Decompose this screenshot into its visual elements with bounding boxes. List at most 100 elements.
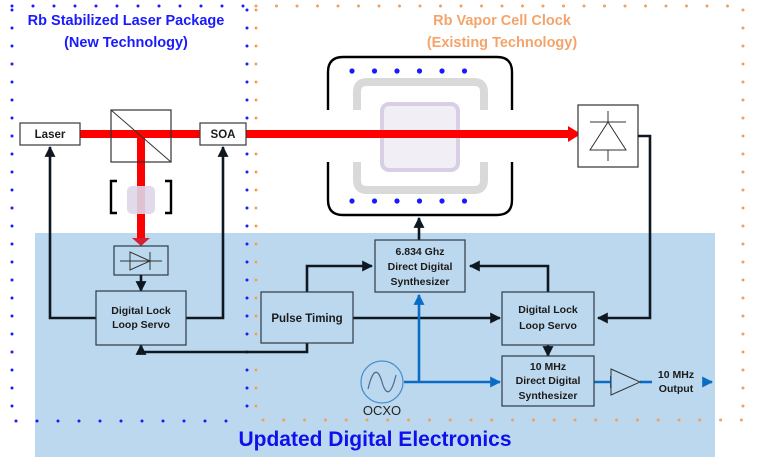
border-dot — [245, 188, 249, 192]
wire-servo-to-laser — [44, 145, 96, 320]
border-dot — [245, 8, 249, 12]
border-dot — [94, 4, 98, 8]
border-dot — [427, 418, 431, 422]
soa-block[interactable] — [199, 122, 247, 146]
border-dot — [254, 8, 258, 12]
border-dot — [245, 332, 249, 336]
reference-beam-arrowhead — [132, 238, 150, 246]
coil-dot — [349, 198, 355, 204]
border-dot — [615, 418, 619, 422]
ocxo-icon[interactable] — [360, 360, 404, 404]
border-dot — [490, 418, 494, 422]
servo-right-label-1: Digital Lock — [518, 304, 578, 316]
border-dot — [10, 386, 14, 390]
laser-label: Laser — [35, 129, 66, 141]
border-dot — [245, 80, 249, 84]
border-dot — [10, 206, 14, 210]
border-dot — [10, 26, 14, 30]
border-dot — [603, 4, 606, 8]
border-dot — [741, 116, 745, 120]
border-dot — [10, 170, 14, 174]
border-dot — [14, 419, 18, 423]
pulse-timing-label: Pulse Timing — [271, 313, 342, 325]
coil-dot — [394, 68, 400, 74]
border-dot — [10, 350, 14, 354]
border-dot — [418, 4, 422, 8]
border-dot — [10, 332, 14, 336]
border-dot — [254, 404, 258, 408]
border-dot — [10, 98, 14, 102]
border-dot — [344, 418, 348, 422]
laser-package-title: Rb Stabilized Laser Package — [28, 13, 225, 29]
border-dot — [10, 44, 14, 48]
servo-right-block[interactable] — [501, 291, 595, 346]
output-label-1: 10 MHz — [658, 369, 694, 381]
border-dot — [656, 418, 660, 422]
border-dot — [685, 4, 688, 8]
border-dot — [439, 4, 442, 8]
border-dot — [303, 418, 307, 422]
pulse-timing-block[interactable] — [260, 291, 354, 344]
border-dot — [664, 4, 668, 8]
laser-block[interactable] — [19, 122, 81, 146]
border-dot — [623, 4, 627, 8]
border-dot — [741, 242, 745, 246]
border-dot — [254, 278, 258, 282]
border-dot — [698, 418, 702, 422]
border-dot — [161, 419, 165, 423]
wire-pulse-to-left-servo — [135, 343, 309, 355]
output-label-2: Output — [659, 383, 694, 395]
border-dot — [10, 152, 14, 156]
dds-mhz-label-3: Synthesizer — [519, 390, 578, 402]
dds-ghz-label-2: Direct Digital — [388, 261, 453, 273]
border-dot — [182, 419, 186, 423]
border-dot — [480, 4, 483, 8]
border-dot — [245, 152, 249, 156]
border-dot — [254, 224, 258, 228]
photodetector-right[interactable] — [577, 104, 639, 168]
border-dot — [10, 62, 14, 66]
border-dot — [10, 404, 14, 408]
border-dot — [705, 4, 709, 8]
border-dot — [500, 4, 504, 8]
border-dot — [203, 419, 207, 423]
border-dot — [56, 419, 60, 423]
border-dot — [254, 62, 258, 66]
border-dot — [10, 242, 14, 246]
dds-ghz-label-1: 6.834 Ghz — [395, 246, 444, 258]
photodetector-left[interactable] — [113, 245, 169, 276]
border-dot — [254, 332, 258, 336]
dds-mhz-block[interactable] — [501, 355, 595, 407]
border-dot — [254, 242, 258, 246]
coil-dot — [349, 68, 355, 74]
border-dot — [35, 419, 39, 423]
border-dot — [582, 4, 586, 8]
border-dot — [77, 419, 81, 423]
border-dot — [10, 80, 14, 84]
border-dot — [741, 80, 745, 84]
border-dot — [469, 418, 473, 422]
vapor-clock-title: Rb Vapor Cell Clock — [433, 13, 572, 29]
vapor-clock-subtitle: (Existing Technology) — [427, 35, 578, 51]
laser-package-subtitle: (New Technology) — [64, 35, 188, 51]
border-dot — [245, 404, 249, 408]
border-dot — [719, 418, 723, 422]
border-dot — [245, 62, 249, 66]
border-dot — [220, 4, 224, 8]
servo-left-label-1: Digital Lock — [111, 305, 171, 317]
border-dot — [741, 206, 745, 210]
servo-right-label-2: Loop Servo — [519, 320, 577, 332]
dds-ghz-block[interactable] — [374, 239, 466, 293]
border-dot — [254, 152, 258, 156]
border-dot — [739, 418, 743, 422]
border-dot — [741, 188, 745, 192]
border-dot — [10, 278, 14, 282]
servo-left-block[interactable] — [95, 290, 187, 346]
border-dot — [119, 419, 123, 423]
coil-dot — [439, 198, 445, 204]
border-dot — [245, 170, 249, 174]
border-dot — [741, 8, 745, 12]
servo-left-label-2: Loop Servo — [112, 319, 170, 331]
border-dot — [10, 314, 14, 318]
border-dot — [254, 296, 258, 300]
